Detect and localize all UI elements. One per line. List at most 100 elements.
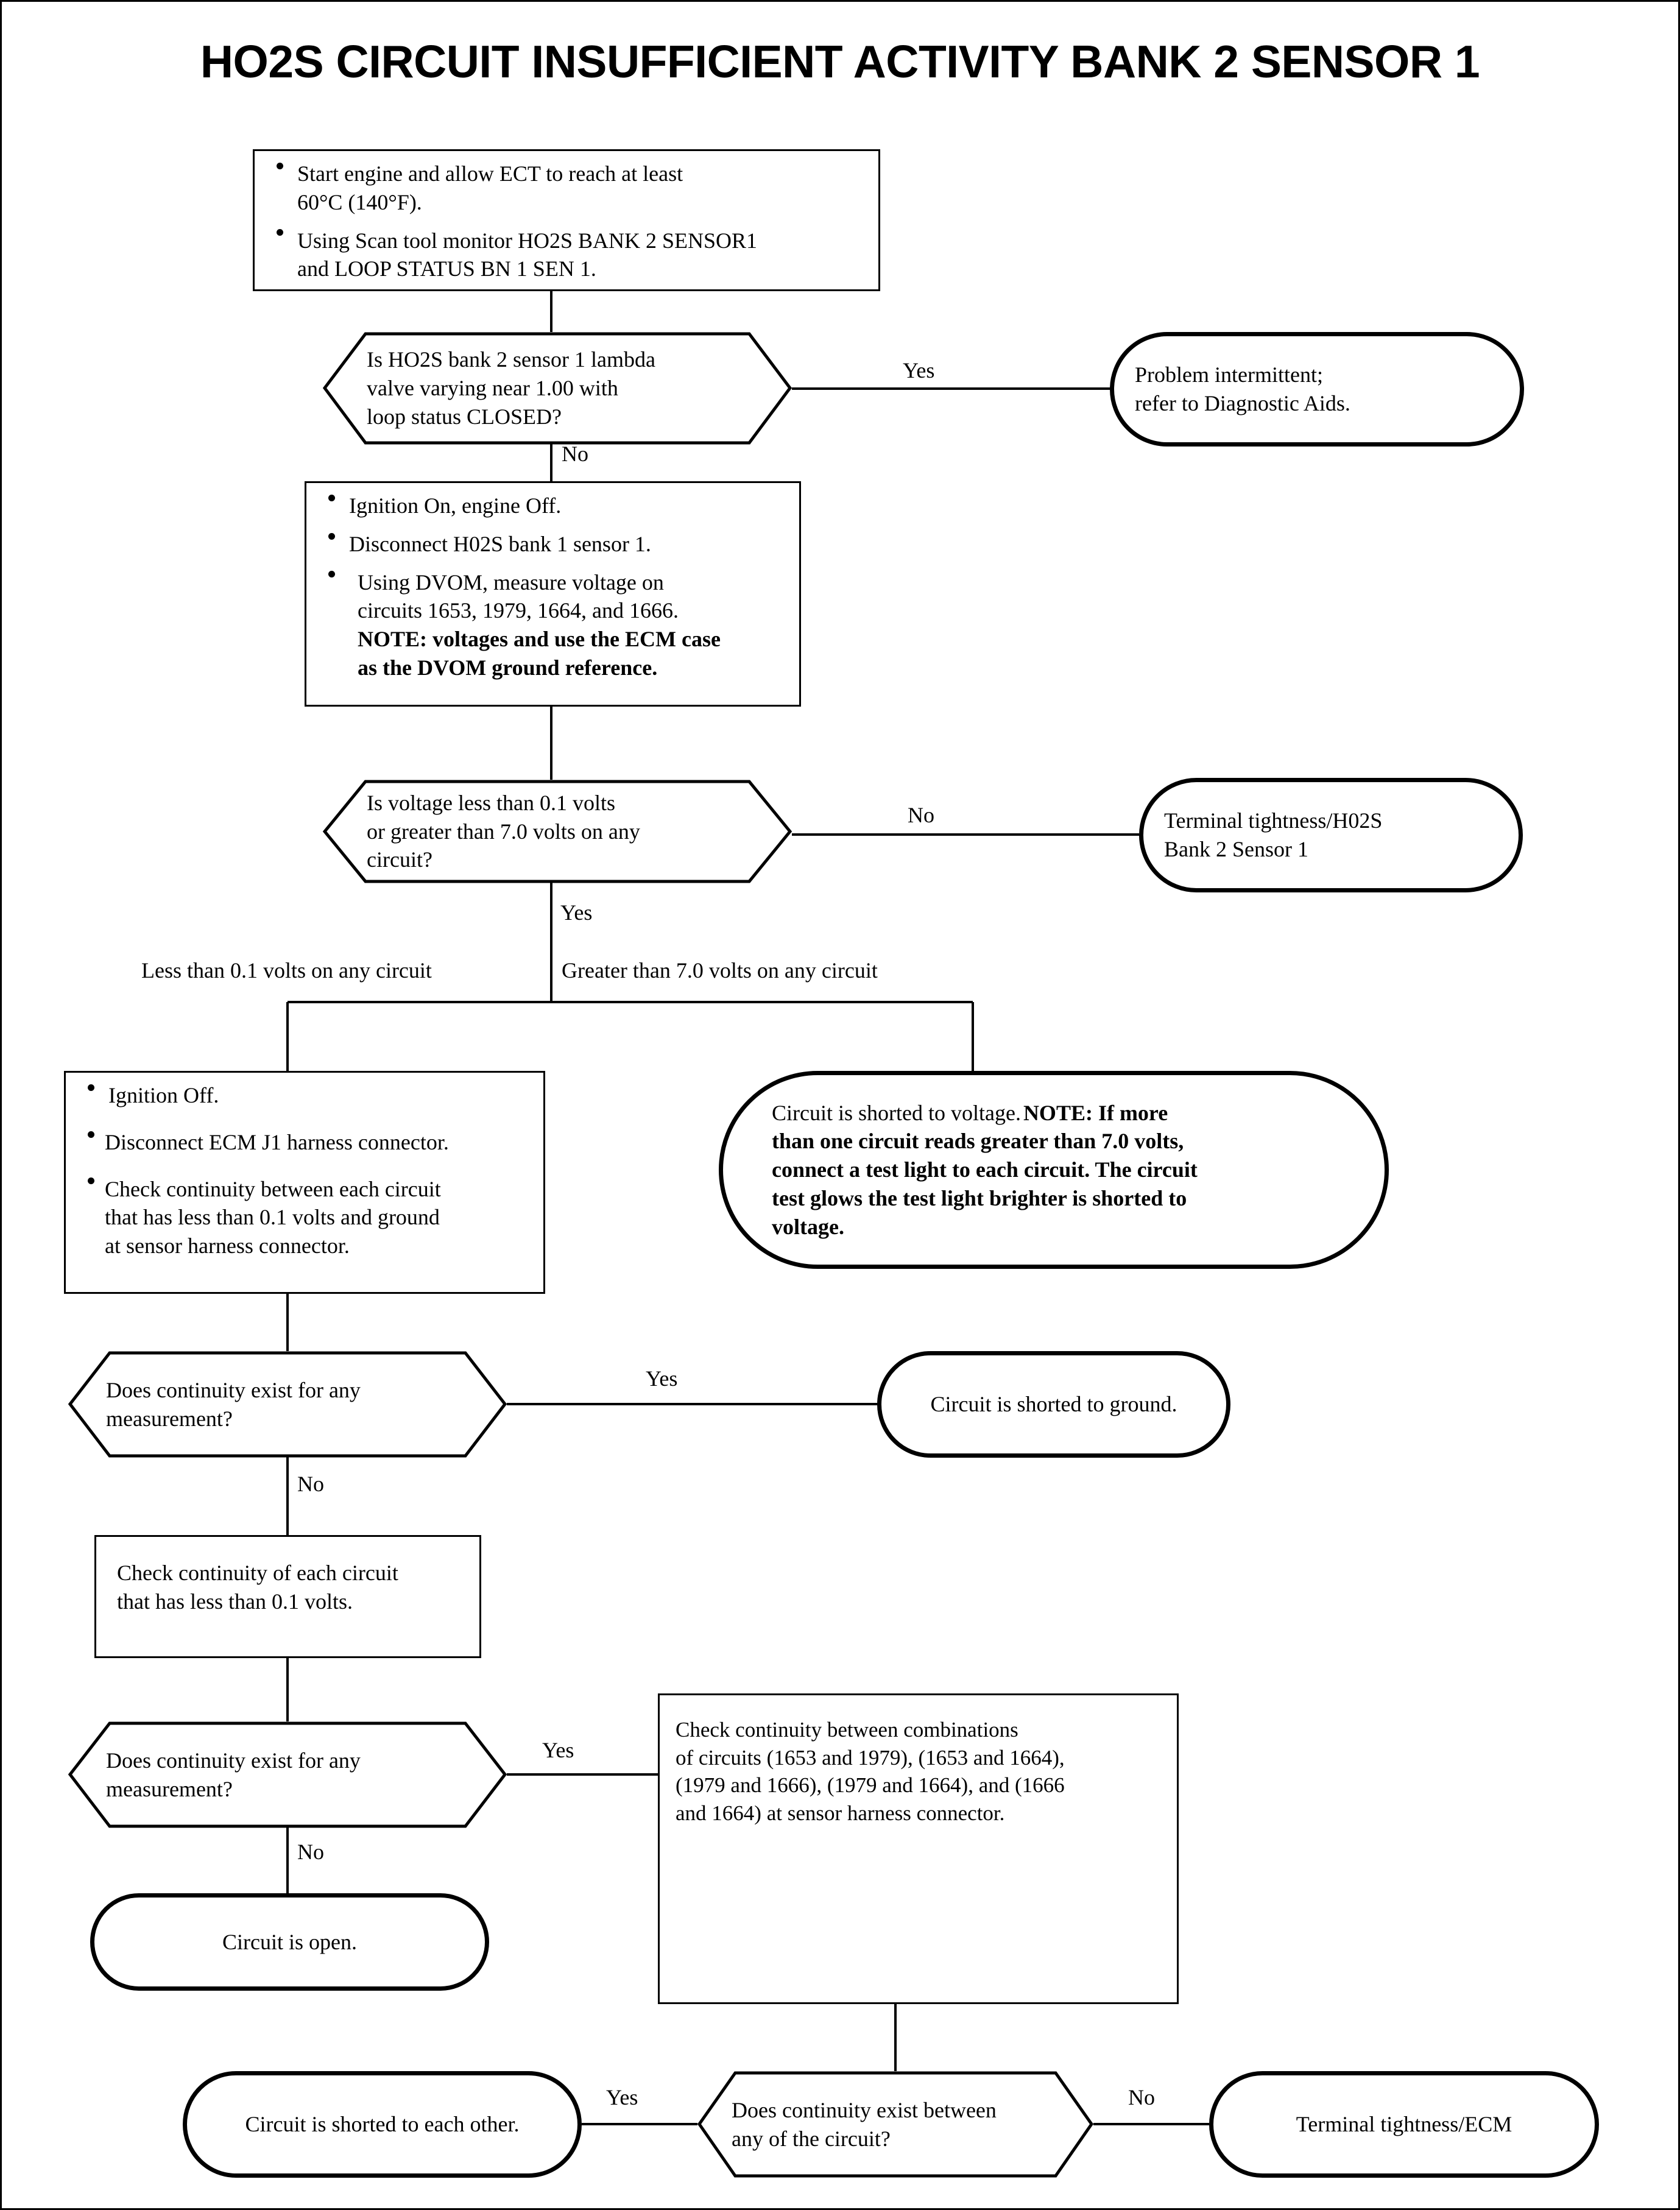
decision-5-hexagon: Does continuity exist between any of the… (697, 2071, 1093, 2178)
terminator-7-text: Terminal tightness/ECM (1296, 2112, 1512, 2137)
step-2-bullet-2-text: Disconnect H02S bank 1 sensor 1. (349, 531, 651, 556)
decision-2-no-label: No (908, 803, 934, 827)
decision-1-line-1: Is HO2S bank 2 sensor 1 lambda (367, 347, 655, 372)
terminator-3-note-line-5: voltage. (772, 1214, 844, 1239)
decision-2-hexagon: Is voltage less than 0.1 volts or greate… (323, 780, 792, 883)
bullet-dot-icon (88, 1084, 94, 1091)
step-3-box: Ignition Off. Disconnect ECM J1 harness … (64, 1071, 545, 1294)
step-3-bullet-2: Disconnect ECM J1 harness connector. (79, 1128, 530, 1157)
terminator-3-note-line-2: than one circuit reads greater than 7.0 … (772, 1129, 1184, 1154)
decision-3-hexagon: Does continuity exist for any measuremen… (68, 1351, 507, 1458)
bullet-dot-icon (88, 1131, 94, 1138)
hexagon-shape-icon (68, 1351, 507, 1458)
hexagon-shape-icon (323, 780, 792, 883)
step-5-line-4: and 1664) at sensor harness connector. (676, 1801, 1005, 1825)
terminator-3-note-line-3: connect a test light to each circuit. Th… (772, 1157, 1198, 1182)
split-right-label: Greater than 7.0 volts on any circuit (562, 958, 878, 983)
step-1-bullet-2-line-1: Using Scan tool monitor HO2S BANK 2 SENS… (297, 228, 758, 253)
terminator-5-text: Circuit is open. (222, 1929, 357, 1954)
terminator-4-text: Circuit is shorted to ground. (930, 1392, 1177, 1417)
step-4-line-1: Check continuity of each circuit (117, 1561, 398, 1585)
step-5-line-1: Check continuity between combinations (676, 1718, 1018, 1742)
bullet-dot-icon (328, 532, 335, 540)
decision-3-no-label: No (297, 1472, 324, 1496)
terminator-3-note-line-1: NOTE: If more (1023, 1100, 1168, 1125)
decision-1-yes-label: Yes (903, 358, 935, 383)
bullet-dot-icon (277, 229, 283, 236)
hexagon-shape-icon (68, 1721, 507, 1828)
step-1-bullet-2: Using Scan tool monitor HO2S BANK 2 SENS… (268, 227, 865, 284)
step-2-box: Ignition On, engine Off. Disconnect H02S… (305, 481, 801, 707)
decision-1-line-3: loop status CLOSED? (367, 404, 562, 429)
bullet-dot-icon (277, 162, 283, 169)
decision-4-yes-label: Yes (542, 1738, 574, 1762)
decision-5-line-2: any of the circuit? (732, 2126, 891, 2151)
terminator-shorted-to-voltage: Circuit is shorted to voltage. NOTE: If … (719, 1071, 1389, 1269)
step-3-bullet-1: Ignition Off. (79, 1081, 530, 1110)
step-5-box: Check continuity between combinations of… (658, 1693, 1179, 2004)
terminator-1-line-2: refer to Diagnostic Aids. (1135, 391, 1350, 415)
decision-3-line-2: measurement? (106, 1406, 233, 1431)
bullet-dot-icon (328, 571, 335, 578)
step-2-bullet-3-line-4: as the DVOM ground reference. (358, 655, 658, 680)
terminator-problem-intermittent: Problem intermittent; refer to Diagnosti… (1110, 332, 1524, 447)
decision-5-yes-label: Yes (606, 2085, 638, 2109)
step-2-bullet-3-line-3: NOTE: voltages and use the ECM case (358, 627, 721, 652)
terminator-circuit-open: Circuit is open. (90, 1893, 489, 1991)
step-2-bullet-1-text: Ignition On, engine Off. (349, 493, 562, 518)
page-title: HO2S CIRCUIT INSUFFICIENT ACTIVITY BANK … (200, 36, 1480, 87)
step-1-bullet-2-line-2: and LOOP STATUS BN 1 SEN 1. (297, 256, 596, 281)
decision-4-hexagon: Does continuity exist for any measuremen… (68, 1721, 507, 1828)
terminator-shorted-each-other: Circuit is shorted to each other. (183, 2071, 582, 2178)
step-3-bullet-1-text: Ignition Off. (108, 1083, 219, 1107)
terminator-terminal-tightness-ecm: Terminal tightness/ECM (1209, 2071, 1599, 2178)
step-3-bullet-3-line-2: that has less than 0.1 volts and ground (105, 1205, 440, 1230)
decision-2-line-1: Is voltage less than 0.1 volts (367, 790, 615, 815)
step-5-line-2: of circuits (1653 and 1979), (1653 and 1… (676, 1745, 1065, 1770)
step-2-bullet-3-line-2: circuits 1653, 1979, 1664, and 1666. (358, 598, 679, 623)
step-3-bullet-2-text: Disconnect ECM J1 harness connector. (105, 1129, 449, 1154)
terminator-2-line-1: Terminal tightness/H02S (1164, 808, 1383, 833)
step-1-bullet-1-line-2: 60°C (140°F). (297, 189, 422, 214)
terminator-shorted-to-ground: Circuit is shorted to ground. (877, 1351, 1230, 1458)
decision-2-line-2: or greater than 7.0 volts on any (367, 819, 640, 844)
step-4-box: Check continuity of each circuit that ha… (94, 1535, 481, 1658)
decision-2-yes-label: Yes (560, 900, 593, 925)
decision-1-line-2: valve varying near 1.00 with (367, 376, 618, 401)
decision-4-line-2: measurement? (106, 1776, 233, 1801)
step-2-bullet-3-line-1: Using DVOM, measure voltage on (358, 570, 664, 595)
decision-5-line-1: Does continuity exist between (732, 2097, 997, 2122)
decision-4-no-label: No (297, 1840, 324, 1864)
decision-1-no-label: No (562, 442, 588, 466)
terminator-2-line-2: Bank 2 Sensor 1 (1164, 837, 1308, 861)
step-1-bullet-1: Start engine and allow ECT to reach at l… (268, 160, 865, 217)
decision-5-no-label: No (1128, 2085, 1155, 2109)
decision-3-yes-label: Yes (646, 1366, 678, 1391)
hexagon-shape-icon (697, 2071, 1093, 2178)
decision-1-hexagon: Is HO2S bank 2 sensor 1 lambda valve var… (323, 332, 792, 445)
split-left-label: Less than 0.1 volts on any circuit (141, 958, 432, 983)
terminator-3-lead-text: Circuit is shorted to voltage. (772, 1100, 1021, 1125)
bullet-dot-icon (88, 1177, 94, 1185)
step-3-bullet-3-line-3: at sensor harness connector. (105, 1234, 350, 1259)
terminator-6-text: Circuit is shorted to each other. (245, 2112, 520, 2137)
step-5-line-3: (1979 and 1666), (1979 and 1664), and (1… (676, 1773, 1065, 1797)
step-2-bullet-2: Disconnect H02S bank 1 sensor 1. (320, 530, 786, 559)
step-3-bullet-3-line-1: Check continuity between each circuit (105, 1176, 441, 1201)
step-1-box: Start engine and allow ECT to reach at l… (253, 149, 880, 291)
decision-4-line-1: Does continuity exist for any (106, 1748, 361, 1773)
decision-3-line-1: Does continuity exist for any (106, 1377, 361, 1402)
hexagon-shape-icon (323, 332, 792, 445)
step-3-bullet-3: Check continuity between each circuit th… (79, 1175, 530, 1260)
step-4-line-2: that has less than 0.1 volts. (117, 1589, 353, 1614)
step-2-bullet-1: Ignition On, engine Off. (320, 492, 786, 520)
terminator-terminal-tightness-ho2s: Terminal tightness/H02S Bank 2 Sensor 1 (1139, 778, 1523, 892)
decision-2-line-3: circuit? (367, 847, 432, 872)
terminator-3-note-line-4: test glows the test light brighter is sh… (772, 1185, 1187, 1210)
bullet-dot-icon (328, 494, 335, 501)
terminator-1-line-1: Problem intermittent; (1135, 362, 1323, 387)
step-1-bullet-1-line-1: Start engine and allow ECT to reach at l… (297, 161, 683, 186)
